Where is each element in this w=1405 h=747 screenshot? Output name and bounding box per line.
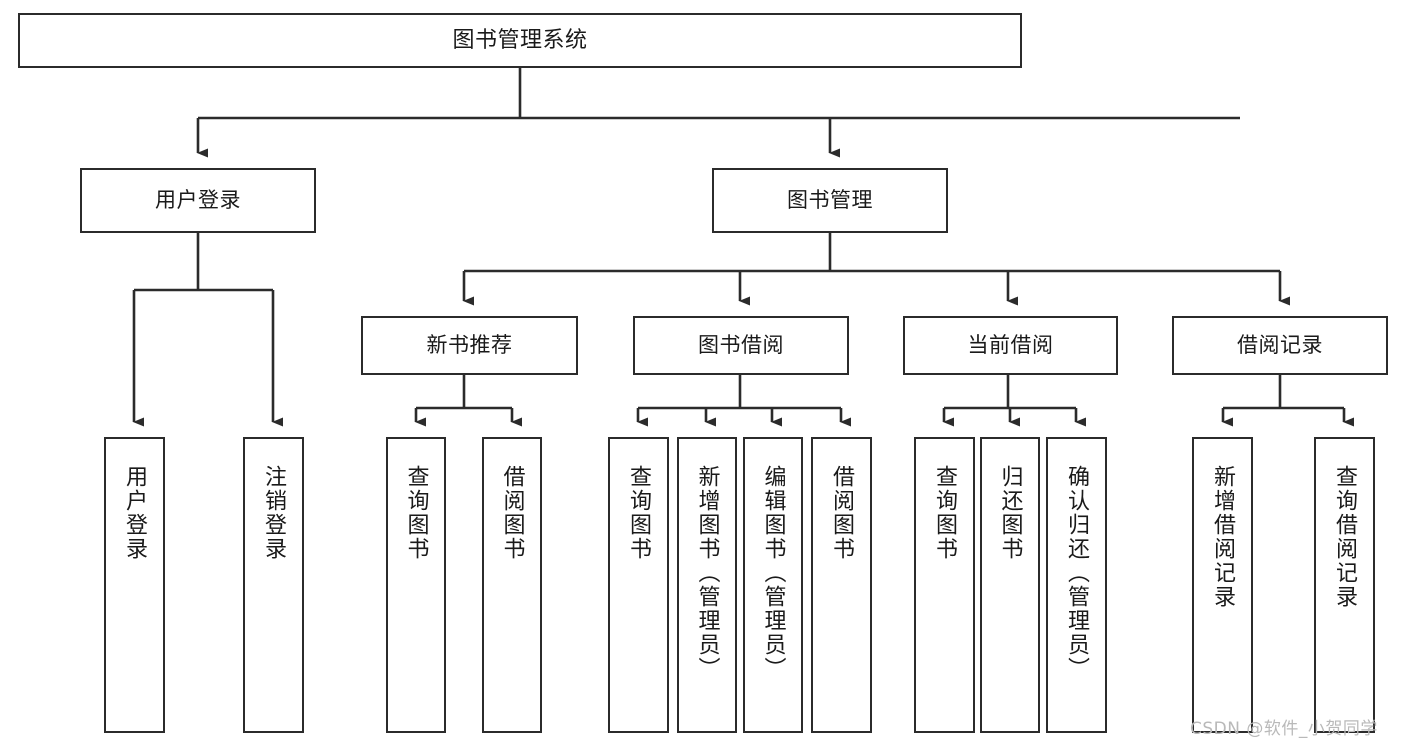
csdn-watermark: CSDN @软件_小贺同学 [1190,719,1378,739]
node-label: 借阅图书 [829,465,855,561]
leaf-borrow-book-recommend[interactable]: 借阅图书 [482,437,542,733]
node-new-book-recommend[interactable]: 新书推荐 [361,316,578,375]
leaf-query-book-current[interactable]: 查询图书 [914,437,975,733]
leaf-edit-book-admin[interactable]: 编辑图书（管理员） [743,437,803,733]
node-label: 图书管理系统 [452,27,588,53]
node-book-borrow[interactable]: 图书借阅 [633,316,849,375]
node-label: 新增图书（管理员） [694,465,720,681]
leaf-confirm-return-admin[interactable]: 确认归还（管理员） [1046,437,1107,733]
node-label: 新书推荐 [426,333,513,358]
node-label: 借阅图书 [499,465,525,561]
node-label: 归还图书 [997,465,1023,561]
node-label: 确认归还（管理员） [1064,465,1090,681]
node-root-book-management-system[interactable]: 图书管理系统 [18,13,1022,68]
node-label: 查询图书 [626,465,652,561]
node-current-borrow[interactable]: 当前借阅 [903,316,1118,375]
node-label: 图书管理 [787,188,873,213]
leaf-return-book[interactable]: 归还图书 [980,437,1040,733]
leaf-query-book-recommend[interactable]: 查询图书 [386,437,446,733]
node-label: 新增借阅记录 [1210,465,1236,609]
leaf-borrow-book[interactable]: 借阅图书 [811,437,872,733]
node-borrow-record[interactable]: 借阅记录 [1172,316,1388,375]
leaf-logout-login[interactable]: 注销登录 [243,437,304,733]
node-label: 借阅记录 [1237,333,1323,358]
node-label: 用户登录 [122,465,148,561]
node-label: 用户登录 [155,188,241,213]
node-label: 编辑图书（管理员） [760,465,786,681]
leaf-query-borrow-record[interactable]: 查询借阅记录 [1314,437,1375,733]
leaf-user-login[interactable]: 用户登录 [104,437,165,733]
node-user-login[interactable]: 用户登录 [80,168,316,233]
node-label: 查询图书 [403,465,429,561]
leaf-query-book-borrow[interactable]: 查询图书 [608,437,669,733]
node-book-management[interactable]: 图书管理 [712,168,948,233]
leaf-add-borrow-record[interactable]: 新增借阅记录 [1192,437,1253,733]
node-label: 注销登录 [261,465,287,561]
node-label: 查询借阅记录 [1332,465,1358,609]
leaf-add-book-admin[interactable]: 新增图书（管理员） [677,437,737,733]
node-label: 查询图书 [932,465,958,561]
node-label: 当前借阅 [967,333,1054,358]
node-label: 图书借阅 [698,333,784,358]
